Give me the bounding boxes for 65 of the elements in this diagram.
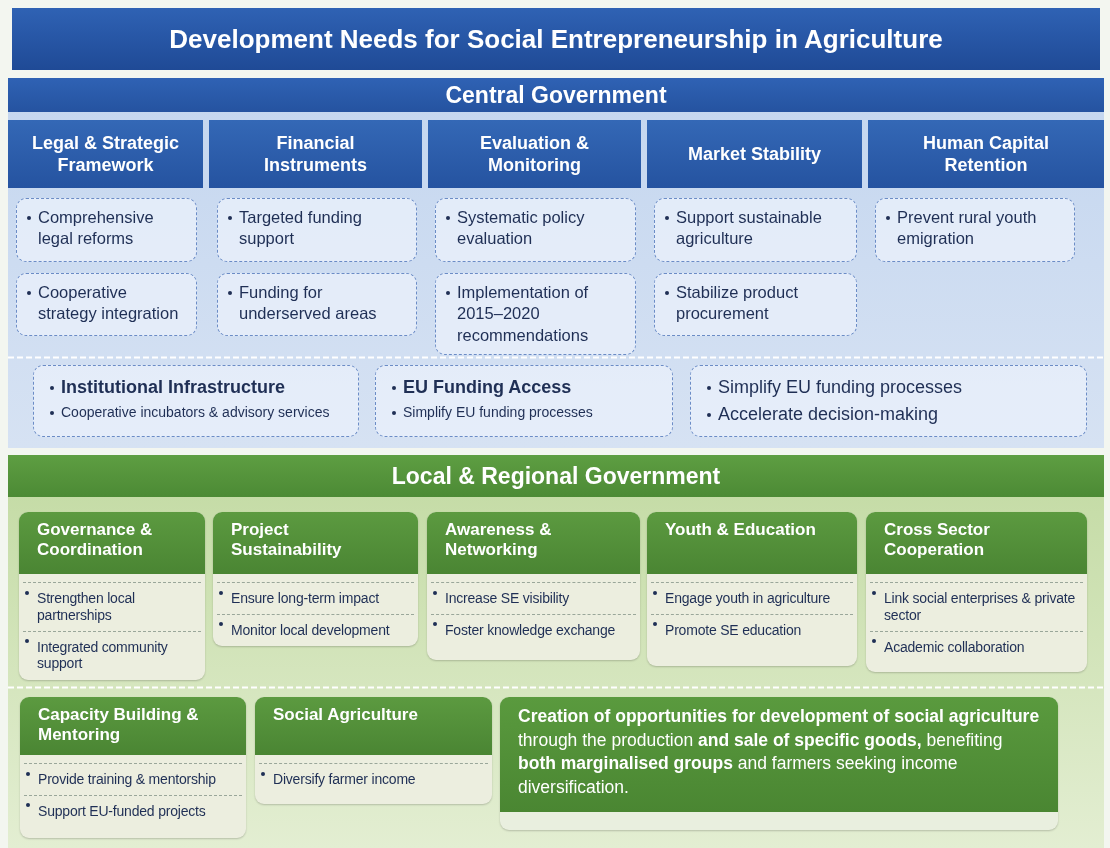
item-box: [16, 198, 197, 262]
category-header: Market Stability: [647, 120, 862, 188]
card-heading: Social Agriculture: [255, 697, 492, 755]
category-card: [866, 512, 1087, 672]
bullet-text: Stabilize product procurement: [663, 282, 848, 325]
bullet-text: Systematic policy evaluation: [444, 207, 627, 250]
card-heading: Project Sustainability: [213, 512, 418, 574]
category-header: Legal & Strategic Framework: [8, 120, 203, 188]
category-card: [20, 697, 246, 838]
bullet-text: Diversify farmer income: [259, 763, 488, 795]
section-heading: Central Government: [8, 78, 1104, 112]
bullet-text: Cooperative strategy integration: [25, 282, 188, 325]
card-heading: Youth & Education: [647, 512, 857, 574]
bullet-text: Simplify EU funding processes: [390, 403, 660, 422]
bullet-text: Funding for underserved areas: [226, 282, 408, 325]
item-box: [217, 198, 417, 262]
bullet-text: Link social enterprises & private sector: [870, 582, 1083, 631]
item-box: [654, 273, 857, 336]
item-box: [375, 365, 673, 437]
section-heading: Local & Regional Government: [8, 455, 1104, 497]
category-card: [647, 512, 857, 666]
category-header: Financial Instruments: [209, 120, 422, 188]
title-banner: Development Needs for Social Entrepreneurship in Agriculture: [12, 8, 1100, 70]
item-box: [435, 198, 636, 262]
bullet-text: Implementation of 2015–2020 recommendations: [444, 282, 627, 347]
bullet-text: Institutional Infrastructure: [48, 376, 346, 400]
card-heading: Capacity Building & Mentoring: [20, 697, 246, 755]
bullet-text: Increase SE visibility: [431, 582, 636, 614]
bullet-text: Foster knowledge exchange: [431, 613, 636, 646]
category-card: [213, 512, 418, 646]
section-panel: [8, 455, 1104, 848]
bullet-text: Academic collaboration: [870, 630, 1083, 663]
category-card: [427, 512, 640, 660]
bullet-text: Monitor local development: [217, 613, 414, 646]
bullet-text: EU Funding Access: [390, 376, 660, 400]
bullet-text: Cooperative incubators & advisory services: [48, 403, 346, 422]
item-box: [435, 273, 636, 355]
bullet-text: Prevent rural youth emigration: [884, 207, 1066, 250]
section-panel: [8, 78, 1104, 448]
bullet-text: Provide training & mentorship: [24, 763, 242, 795]
item-box: [33, 365, 359, 437]
bullet-text: Promote SE education: [651, 613, 853, 646]
category-card: [19, 512, 205, 680]
bullet-text: Strengthen local partnerships: [23, 582, 201, 631]
bullet-text: Simplify EU funding processes: [705, 376, 1074, 400]
bullet-text: Support sustainable agriculture: [663, 207, 848, 250]
bullet-text: Comprehensive legal reforms: [25, 207, 188, 250]
description-text: Creation of opportunities for development of social agriculture through the production and sale of specific goods, benefiting both marginalised groups and farmers seeking income diversification.: [500, 697, 1058, 812]
item-box: [16, 273, 197, 336]
bullet-text: Ensure long-term impact: [217, 582, 414, 614]
bullet-text: Support EU-funded projects: [24, 794, 242, 827]
category-header: Evaluation & Monitoring: [428, 120, 641, 188]
item-box: [875, 198, 1075, 262]
card-heading: Cross Sector Cooperation: [866, 512, 1087, 574]
category-card: [255, 697, 492, 804]
category-header: Human Capital Retention: [868, 120, 1104, 188]
item-box: [217, 273, 417, 336]
bullet-text: Accelerate decision-making: [705, 403, 1074, 427]
card-heading: Awareness & Networking: [427, 512, 640, 574]
bullet-text: Targeted funding support: [226, 207, 408, 250]
card-heading: Governance & Coordination: [19, 512, 205, 574]
bullet-text: Integrated community support: [23, 630, 201, 680]
item-box: [690, 365, 1087, 437]
bullet-text: Engage youth in agriculture: [651, 582, 853, 614]
item-box: [654, 198, 857, 262]
